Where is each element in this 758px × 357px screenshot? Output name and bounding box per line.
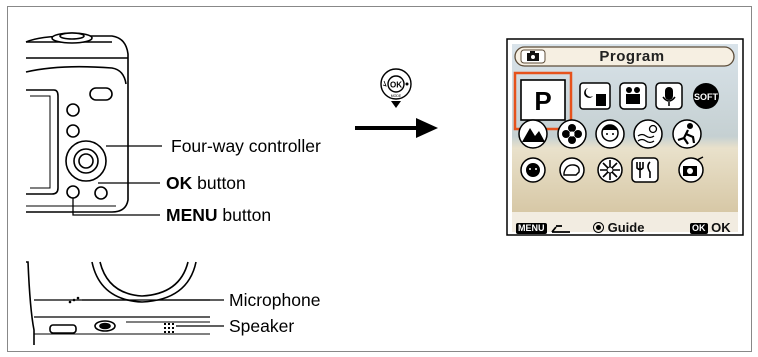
label-ok-button: OK button [166,173,246,193]
label-menu-bold: MENU [166,205,218,225]
figure-frame [7,6,752,352]
screen-footer-guide: Guide [593,221,644,234]
return-arrow-icon [551,224,571,233]
leader-lines-bottom [82,299,224,327]
dial-mode-text: MODE [391,94,402,98]
arrow-right-icon [355,118,438,138]
label-menu-button: MENU button [166,205,272,225]
flower-icon [557,119,587,149]
kids-icon [520,157,546,183]
label-four-way-controller: Four-way controller [171,136,321,156]
four-way-dial-icon: OK MODE [380,68,412,108]
portrait-icon [595,119,625,149]
soft-text: SOFT [694,92,719,102]
label-menu-rest: button [217,205,272,225]
screen-footer-menu: MENU [516,221,572,235]
speaker-grille [164,323,174,333]
fireworks-icon [597,157,623,183]
pet-icon [559,157,585,183]
guide-text: Guide [607,220,645,235]
label-microphone: Microphone [229,290,321,310]
frame-composite-icon [678,156,704,183]
label-ok-rest: button [192,173,246,193]
label-speaker: Speaker [229,316,295,336]
movie-icon [619,82,647,110]
landscape-icon [518,119,548,149]
guide-bullet-icon [593,222,604,233]
leader-lines-back [72,145,162,216]
screen-footer-ok: OK OK [690,220,731,235]
program-mode-icon: P [513,71,573,131]
camera-bottom [26,261,210,345]
screen-title: Program [599,48,665,65]
surf-snow-icon [633,119,663,149]
lcd-screen: P SOFT [506,38,744,236]
program-letter: P [534,86,551,116]
camera-icon [527,51,539,61]
microphone-dots [68,296,80,304]
ok-tag: OK [690,223,708,235]
dial-ok-text: OK [390,81,402,90]
ok-text: OK [711,220,731,235]
food-icon [631,157,659,183]
soft-icon: SOFT [693,83,719,109]
voice-recording-icon [655,82,683,110]
night-scene-icon [579,82,611,110]
menu-tag: MENU [516,223,547,235]
label-ok-bold: OK [166,173,193,193]
camera-back [25,32,129,213]
sport-icon [672,119,702,149]
